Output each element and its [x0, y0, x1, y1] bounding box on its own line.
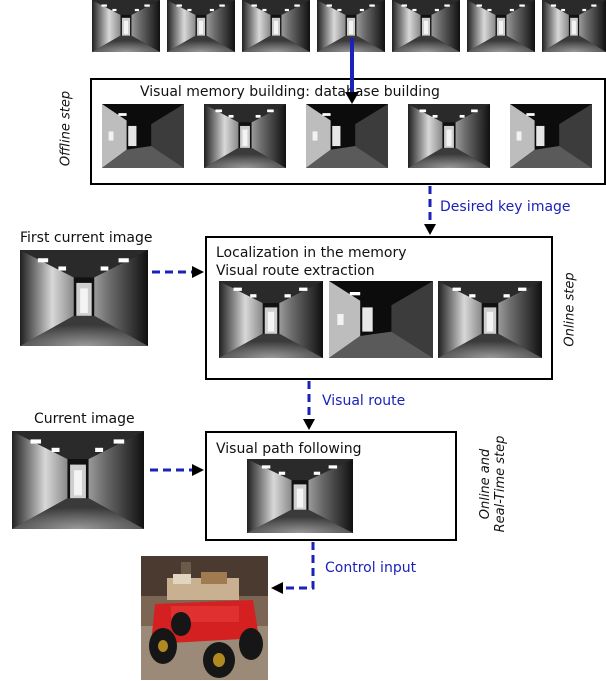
first-current-image-label: First current image	[20, 230, 153, 246]
offline-step-label: Offline step	[58, 90, 74, 167]
corridor-photo	[242, 0, 310, 52]
current-image-label: Current image	[34, 411, 135, 427]
corridor-photo	[306, 104, 388, 168]
localization-line-2: Visual route extraction	[216, 263, 375, 279]
corridor-photo	[510, 104, 592, 168]
arrow-head	[271, 582, 283, 594]
arrow-control-input	[282, 542, 315, 590]
arrow-head	[192, 266, 204, 278]
corridor-photo	[317, 0, 385, 52]
corridor-photo	[329, 281, 433, 358]
corridor-photo	[20, 250, 148, 346]
robot-photo	[141, 556, 268, 680]
path-following-title: Visual path following	[216, 441, 362, 457]
corridor-photo	[392, 0, 460, 52]
online-realtime-line-1: Online and	[478, 448, 493, 520]
control-input-label: Control input	[325, 560, 417, 576]
visual-route-label: Visual route	[322, 393, 406, 409]
arrow-head	[424, 224, 436, 235]
corridor-photo	[219, 281, 323, 358]
online-step-label: Online step	[562, 272, 578, 347]
localization-line-1: Localization in the memory	[216, 245, 407, 261]
corridor-photo	[542, 0, 606, 52]
offline-box-title: Visual memory building: database buildin…	[140, 84, 440, 100]
arrow-head	[192, 464, 204, 476]
corridor-photo	[408, 104, 490, 168]
corridor-photo	[102, 104, 184, 168]
online-realtime-line-2: Real-Time step	[493, 435, 508, 533]
corridor-photo	[12, 431, 144, 529]
corridor-photo	[247, 459, 353, 533]
corridor-photo	[467, 0, 535, 52]
corridor-photo	[92, 0, 160, 52]
corridor-photo	[204, 104, 286, 168]
online-realtime-step-label: Online and Real-Time step	[478, 429, 508, 539]
arrow-head	[303, 419, 315, 430]
corridor-photo	[438, 281, 542, 358]
desired-key-image-label: Desired key image	[440, 199, 571, 215]
corridor-photo	[167, 0, 235, 52]
